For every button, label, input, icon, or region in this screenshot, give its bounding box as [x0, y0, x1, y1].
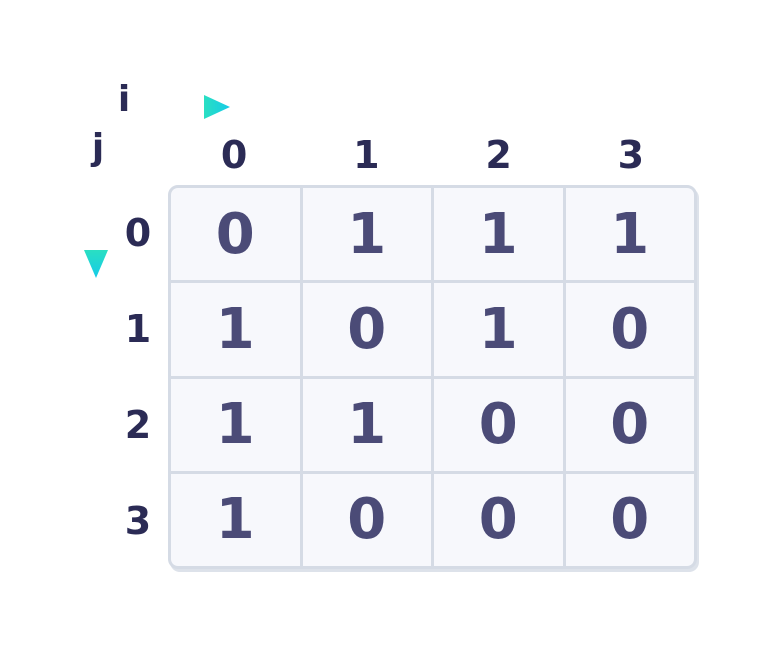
- matrix-cell-j0-i3: 1: [565, 188, 694, 281]
- matrix-cell-j3-i0: 1: [171, 473, 300, 566]
- col-header-2: 2: [485, 133, 512, 177]
- matrix-cell-j3-i1: 0: [302, 473, 431, 566]
- j-axis-label: j: [91, 127, 105, 168]
- right-arrow-icon: [136, 95, 230, 119]
- col-header-3: 3: [617, 133, 645, 177]
- column-headers: 0 1 2 3: [168, 130, 697, 180]
- matrix-cell-j2-i2: 0: [434, 378, 563, 471]
- matrix-cell-j3-i2: 0: [434, 473, 563, 566]
- i-axis-label: i: [117, 79, 131, 120]
- row-header-2: 2: [124, 403, 152, 447]
- row-header-3: 3: [124, 499, 152, 543]
- col-header-1: 1: [353, 133, 380, 177]
- matrix-cell-j2-i3: 0: [565, 378, 694, 471]
- row-headers: 0 1 2 3: [108, 185, 168, 569]
- matrix-cell-j1-i1: 0: [302, 283, 431, 376]
- matrix-cell-j0-i2: 1: [434, 188, 563, 281]
- col-header-0: 0: [220, 133, 248, 177]
- row-header-1: 1: [124, 307, 152, 351]
- matrix-cell-j0-i0: 0: [171, 188, 300, 281]
- down-arrow-icon: [84, 184, 108, 278]
- matrix-cell-j0-i1: 1: [302, 188, 431, 281]
- matrix-cell-j1-i2: 1: [434, 283, 563, 376]
- matrix-cell-j3-i3: 0: [565, 473, 694, 566]
- matrix-cell-j1-i0: 1: [171, 283, 300, 376]
- matrix-cell-j1-i3: 0: [565, 283, 694, 376]
- matrix-cell-j2-i1: 1: [302, 378, 431, 471]
- row-header-0: 0: [124, 211, 152, 255]
- matrix-cell-j2-i0: 1: [171, 378, 300, 471]
